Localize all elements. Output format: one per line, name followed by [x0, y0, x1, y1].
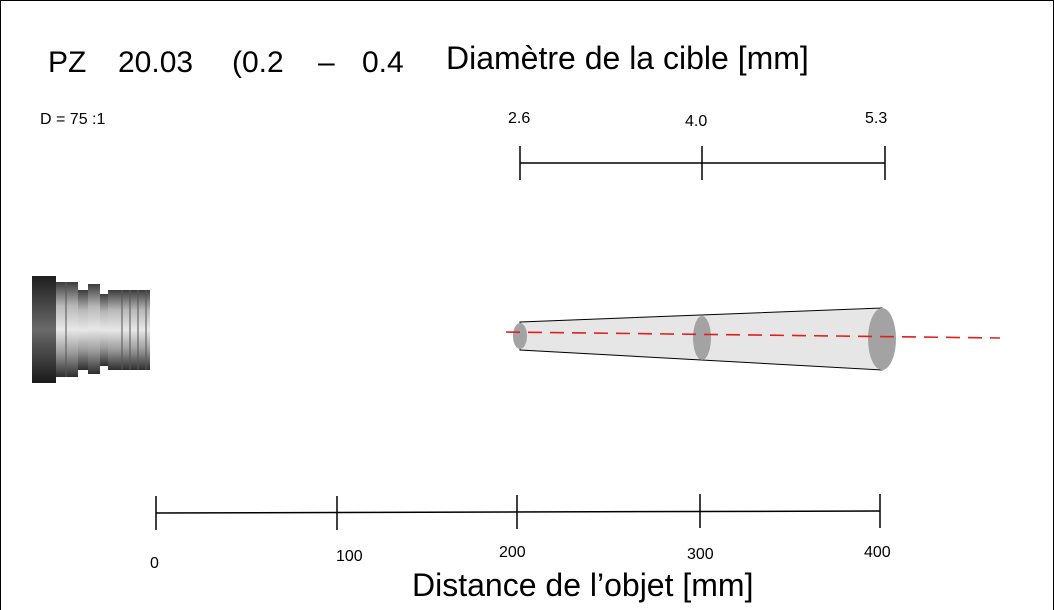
spot-300: [693, 316, 711, 360]
title-model-number: 20.03: [118, 46, 194, 79]
distance-tick-label: 100: [336, 548, 363, 565]
distance-tick-label: 300: [687, 546, 714, 563]
distance-scale: [155, 494, 881, 530]
laser-axis-line: [505, 331, 1001, 339]
title-range-dash: –: [318, 46, 335, 79]
spot-diameter-heading: Diamètre de la cible [mm]: [446, 40, 809, 76]
distance-tick-label: 400: [864, 544, 891, 561]
title-range-end: 0.4: [362, 46, 404, 79]
spot-400: [868, 308, 896, 370]
spot-200: [513, 323, 527, 349]
sensor-head-icon: [32, 276, 150, 383]
spot-diameter-label: 4.0: [685, 113, 708, 130]
distance-ratio: D = 75 :1: [40, 111, 106, 128]
spot-diameter-label: 2.6: [508, 110, 531, 127]
title-model-prefix: PZ: [48, 46, 87, 79]
distance-axis-title: Distance de l’objet [mm]: [412, 567, 754, 603]
distance-tick-label: 200: [499, 544, 526, 561]
spot-diameter-label: 5.3: [865, 110, 888, 127]
spot-diameter-scale: [519, 146, 886, 180]
title-range-start: (0.2: [232, 46, 284, 79]
distance-tick-label: 0: [150, 555, 159, 572]
